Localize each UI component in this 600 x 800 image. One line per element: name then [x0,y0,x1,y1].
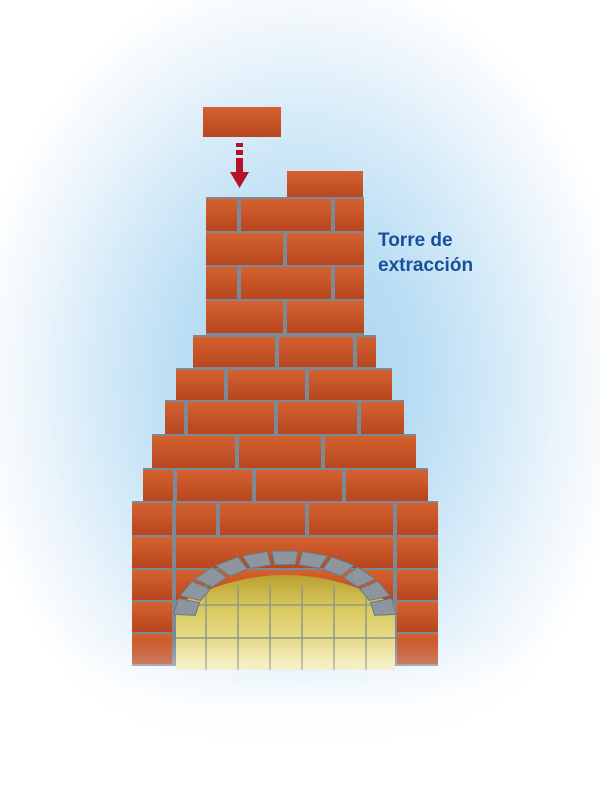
tower-label: Torre de extracción [378,228,578,278]
brick [193,337,275,367]
brick [176,503,216,535]
brick [397,503,438,535]
brick [241,267,331,299]
brick [206,267,237,299]
brick [165,402,184,434]
kiln-arch [172,550,398,616]
arch-stone [241,550,272,569]
brick [287,233,364,265]
brick [361,402,404,434]
brick [206,233,283,265]
arch-stone [179,580,212,602]
brick [132,570,172,600]
brick [325,436,416,468]
brick [335,199,364,231]
brick [279,337,353,367]
brick [132,503,172,535]
brick [220,503,305,535]
arch-stone [271,550,299,566]
arch-stone [342,566,377,588]
arch-stone [321,556,356,577]
brick [152,436,235,468]
falling-brick [203,107,281,137]
brick [176,370,224,400]
brick [143,470,173,501]
tower-label-line2: extracción [378,255,474,276]
bottom-fade [0,640,600,800]
arch-stone [298,550,329,569]
down-arrow-icon [230,143,249,188]
brick [287,301,364,333]
brick [206,301,283,333]
brick [241,199,331,231]
brick [346,470,428,501]
brick [397,537,438,568]
brick [357,337,376,367]
brick [309,503,393,535]
arch-stone [369,597,398,616]
brick [256,470,342,501]
brick [132,602,172,632]
brick [278,402,357,434]
brick [228,370,305,400]
tower-label-line1: Torre de [378,230,453,251]
arch-stone [193,566,228,588]
brick [132,537,172,568]
brick [397,602,438,632]
arch-stone [358,580,391,602]
arch-stone [214,556,249,577]
brick [239,436,321,468]
brick [335,267,364,299]
brick [177,470,252,501]
arch-stone [172,597,201,616]
brick [188,402,274,434]
brick [397,570,438,600]
brick [206,199,237,231]
top-brick [287,171,363,199]
brick [309,370,392,400]
